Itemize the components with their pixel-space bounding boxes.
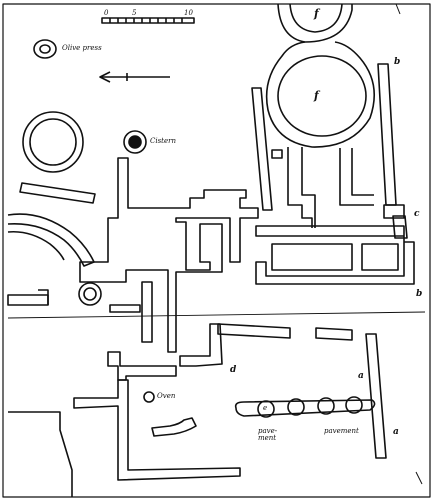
label-f-lower: f bbox=[314, 89, 319, 102]
tick-mark-top bbox=[395, 3, 401, 15]
structure-f-lower bbox=[265, 41, 376, 228]
pavement-left-label: pave- ment bbox=[258, 427, 278, 442]
oven-icon bbox=[143, 391, 155, 403]
wall-fragment bbox=[315, 327, 353, 341]
label-b: b bbox=[394, 57, 401, 67]
scale-tick-0: 0 bbox=[104, 9, 109, 17]
cistern-label: Cistern bbox=[150, 137, 176, 145]
small-round-basin bbox=[78, 282, 102, 306]
wall-a bbox=[365, 333, 387, 459]
scale-tick-10: 10 bbox=[184, 9, 193, 17]
pavement-blocks bbox=[234, 396, 376, 418]
wall-d-top bbox=[217, 323, 291, 339]
scale-tick-5: 5 bbox=[132, 9, 137, 17]
wall-network bbox=[7, 157, 415, 353]
wall-lower-left bbox=[73, 379, 241, 481]
north-arrow-icon bbox=[99, 71, 170, 83]
wall-b-gate bbox=[392, 215, 408, 239]
wall-d bbox=[179, 323, 223, 367]
round-basin bbox=[22, 111, 84, 173]
plan-border bbox=[2, 3, 431, 498]
wall-boundary-left bbox=[8, 411, 73, 497]
tick-mark bbox=[415, 471, 423, 485]
divider-line bbox=[7, 311, 426, 319]
wall-thin-upper bbox=[251, 87, 273, 211]
label-a: a bbox=[358, 371, 364, 381]
scale-bar bbox=[101, 17, 195, 24]
structure-f-upper bbox=[277, 3, 353, 43]
label-c: c bbox=[414, 209, 420, 219]
wall-b bbox=[377, 63, 397, 206]
label-e: e bbox=[263, 404, 268, 412]
wall-left-l bbox=[107, 351, 177, 381]
wall-b-cap bbox=[383, 204, 405, 219]
label-b-lower: b bbox=[416, 289, 423, 299]
pavement-right-label: pavement bbox=[324, 427, 359, 435]
olive-press-label: Olive press bbox=[62, 44, 102, 52]
cistern-icon bbox=[123, 130, 147, 154]
wall-small-block bbox=[271, 149, 283, 159]
label-d: d bbox=[230, 365, 237, 375]
wall-diagonal bbox=[19, 182, 96, 204]
label-f-upper: f bbox=[314, 7, 319, 20]
label-a-lower: a bbox=[393, 427, 399, 437]
oven-label: Oven bbox=[157, 392, 176, 400]
olive-press-icon bbox=[33, 39, 57, 59]
wall-curve-fragment bbox=[151, 417, 197, 437]
